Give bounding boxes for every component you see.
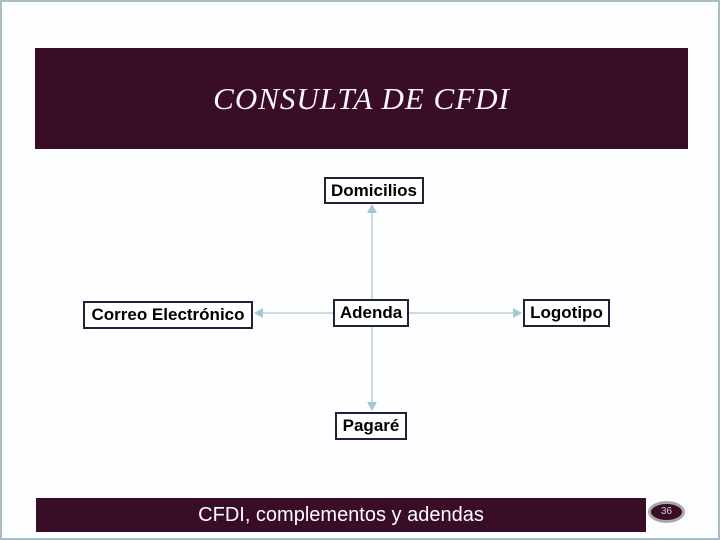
page-number: 36: [660, 506, 673, 517]
arrow-left-icon: [254, 308, 263, 318]
connector-adenda-correo: [262, 312, 333, 314]
node-logotipo-label: Logotipo: [530, 303, 603, 322]
node-adenda: Adenda: [333, 299, 409, 327]
connector-adenda-pagare: [371, 327, 373, 403]
slide-title: CONSULTA DE CFDI: [213, 80, 510, 116]
node-pagare-label: Pagaré: [342, 416, 400, 435]
connector-adenda-domicilios: [371, 211, 373, 299]
arrow-down-icon: [367, 402, 377, 411]
node-logotipo: Logotipo: [523, 299, 610, 327]
arrow-right-icon: [513, 308, 522, 318]
title-bar: CONSULTA DE CFDI: [35, 48, 688, 149]
node-domicilios: Domicilios: [324, 177, 424, 204]
node-pagare: Pagaré: [335, 412, 407, 440]
footer-text: CFDI, complementos y adendas: [198, 503, 484, 526]
page-number-badge: 36: [648, 501, 685, 523]
arrow-up-icon: [367, 204, 377, 213]
node-correo-electronico: Correo Electrónico: [83, 301, 253, 329]
node-domicilios-label: Domicilios: [331, 180, 417, 200]
connector-adenda-logotipo: [409, 312, 514, 314]
footer-bar: CFDI, complementos y adendas: [36, 498, 646, 532]
node-correo-electronico-label: Correo Electrónico: [91, 305, 245, 324]
node-adenda-label: Adenda: [339, 303, 403, 322]
